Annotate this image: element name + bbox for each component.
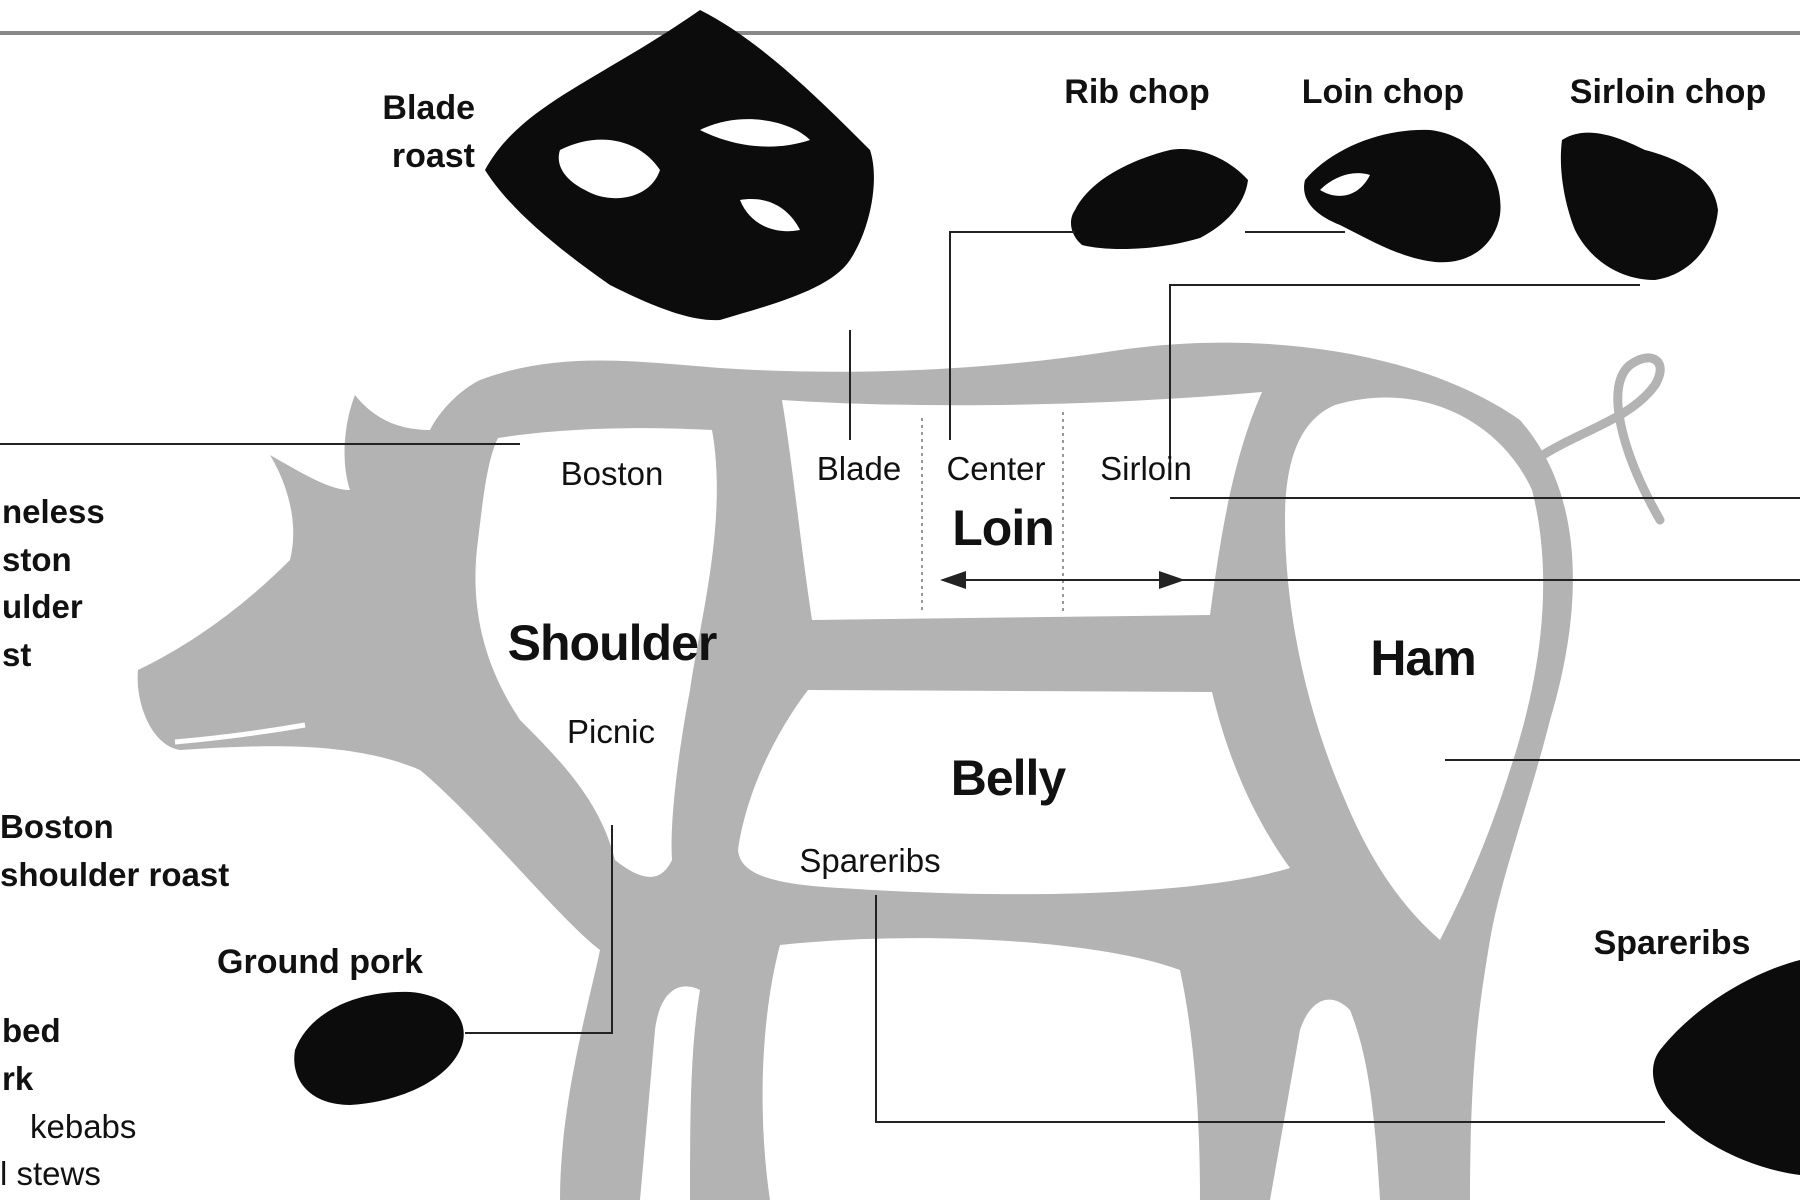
- leader-sirloin: [1169, 284, 1640, 478]
- pig-tail: [1530, 353, 1665, 525]
- left-boneless-3: ulder: [2, 588, 83, 625]
- left-boneless-4: st: [2, 636, 31, 673]
- region-ham: [1285, 397, 1544, 940]
- leader-rib-chop: [949, 231, 1075, 440]
- left-cubed-use-2: l stews: [0, 1155, 101, 1192]
- sirloin-chop-photo: [1560, 132, 1718, 280]
- label-blade: Blade: [817, 450, 901, 487]
- label-rib-chop: Rib chop: [1064, 73, 1209, 111]
- region-belly: [738, 690, 1290, 895]
- left-cubed-use-1: kebabs: [30, 1108, 136, 1145]
- blade-roast-photo: [485, 10, 874, 321]
- label-blade-roast-2: roast: [392, 137, 475, 175]
- label-spareribs-photo: Spareribs: [1594, 924, 1751, 962]
- label-sirloin-chop: Sirloin chop: [1570, 73, 1766, 111]
- label-belly: Belly: [951, 750, 1067, 806]
- left-boston-shoulder-2: shoulder roast: [0, 856, 229, 893]
- label-shoulder: Shoulder: [508, 615, 717, 671]
- label-center: Center: [946, 450, 1045, 487]
- rib-chop-photo: [1070, 149, 1248, 250]
- label-picnic: Picnic: [567, 713, 655, 750]
- region-loin: [782, 392, 1262, 620]
- label-ham: Ham: [1370, 630, 1475, 686]
- leader-spareribs: [875, 895, 1665, 1123]
- left-cubed-1: bed: [2, 1012, 61, 1049]
- label-spareribs: Spareribs: [799, 842, 940, 879]
- pig-mouth: [174, 722, 306, 745]
- left-boneless-1: neless: [2, 493, 105, 530]
- loin-chop-photo: [1304, 129, 1501, 263]
- spareribs-photo: [1652, 960, 1800, 1175]
- loin-range-arrow: [940, 571, 1185, 589]
- label-ground-pork: Ground pork: [217, 943, 423, 981]
- cut-regions: [475, 392, 1544, 940]
- label-sirloin: Sirloin: [1100, 450, 1192, 487]
- region-shoulder: [475, 428, 717, 877]
- ground-pork-photo: [294, 991, 464, 1105]
- left-boneless-2: ston: [2, 541, 72, 578]
- label-loin: Loin: [952, 500, 1054, 556]
- label-boston: Boston: [561, 455, 664, 492]
- label-loin-chop: Loin chop: [1302, 73, 1464, 111]
- left-boston-shoulder-1: Boston: [0, 808, 114, 845]
- left-cubed-2: rk: [2, 1060, 34, 1097]
- leader-picnic: [465, 825, 613, 1034]
- leader-lines: [0, 231, 1800, 1123]
- label-blade-roast-1: Blade: [382, 89, 475, 127]
